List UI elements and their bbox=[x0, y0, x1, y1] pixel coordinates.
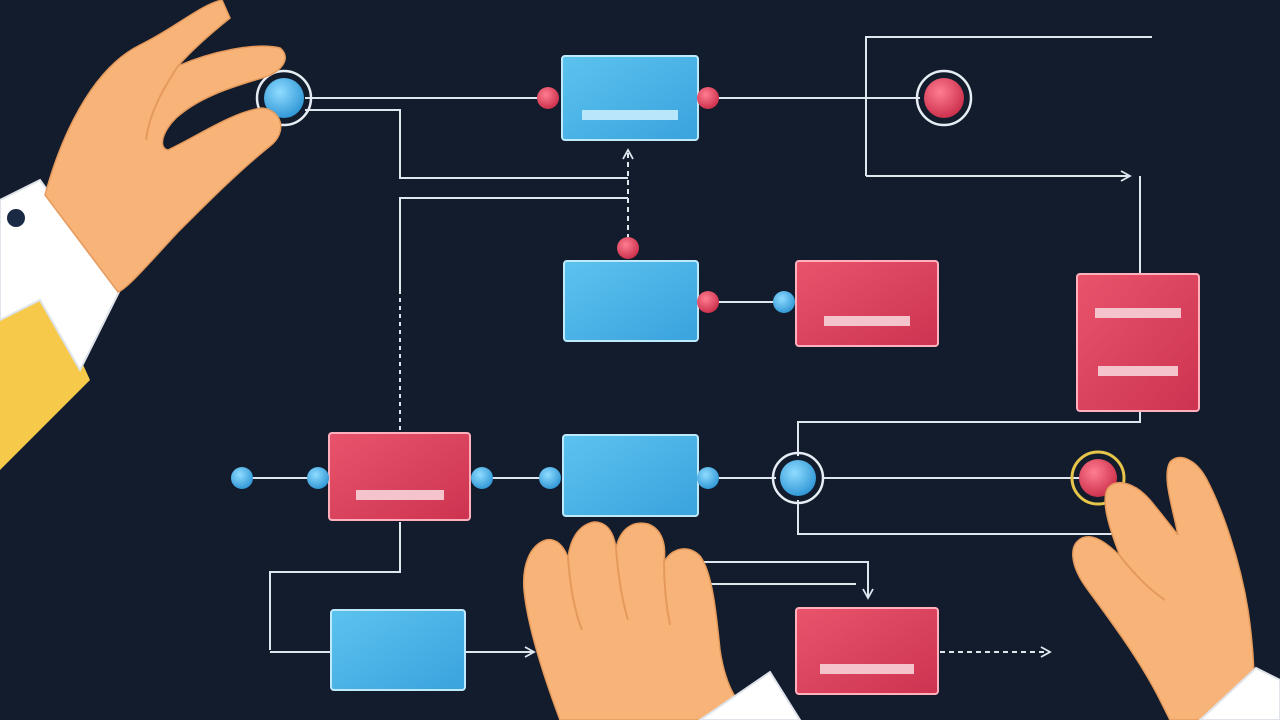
finger-crease bbox=[615, 547, 629, 621]
port-dot-red bbox=[697, 87, 719, 109]
blue-node-middle bbox=[563, 260, 699, 342]
left-hand-palm bbox=[44, 0, 286, 293]
red-node-middle bbox=[795, 260, 939, 347]
blue-node-top bbox=[561, 55, 699, 141]
red-node-bottom bbox=[795, 607, 939, 695]
port-dot-red bbox=[697, 291, 719, 313]
node-label-bar bbox=[824, 316, 910, 326]
port-dot-blue bbox=[539, 467, 561, 489]
connector-ports bbox=[231, 87, 795, 663]
port-dot-blue bbox=[773, 291, 795, 313]
yellow-sleeve bbox=[0, 270, 90, 470]
right-hand-cuff bbox=[1198, 666, 1280, 720]
finger-crease bbox=[663, 561, 671, 626]
node-label-bar bbox=[582, 110, 678, 120]
bottom-hand-cuff bbox=[698, 670, 802, 720]
node-label-bar bbox=[1095, 308, 1181, 318]
bottom-center-hand bbox=[522, 521, 802, 720]
diagram-nodes bbox=[328, 55, 1200, 695]
blue-node-bottom-left bbox=[330, 609, 466, 691]
blue-node-center bbox=[562, 434, 699, 517]
node-label-bar bbox=[356, 490, 444, 500]
connector-hand-to-red-bottom bbox=[700, 561, 874, 600]
white-cuff bbox=[0, 178, 122, 373]
node-label-bar bbox=[1098, 366, 1178, 376]
port-dot-red bbox=[617, 237, 639, 259]
orb-red-end bbox=[915, 69, 973, 127]
port-dot-blue bbox=[307, 467, 329, 489]
connector-orb-up-frame bbox=[797, 410, 1141, 456]
finger-crease bbox=[145, 65, 179, 141]
finger-crease bbox=[567, 557, 583, 631]
connector-top-right-frame bbox=[865, 36, 1152, 176]
connector-start-down-to-arrow bbox=[305, 109, 628, 179]
right-hand-pointing bbox=[1072, 457, 1280, 720]
orb-blue-junction bbox=[771, 451, 825, 505]
red-node-left bbox=[328, 432, 471, 521]
bottom-hand-palm bbox=[522, 521, 761, 720]
node-label-bar bbox=[820, 664, 914, 674]
finger-crease bbox=[1119, 555, 1166, 601]
port-dot-blue bbox=[231, 467, 253, 489]
connector-left-vertical bbox=[399, 197, 628, 290]
port-dot-blue bbox=[697, 467, 719, 489]
port-dot-blue bbox=[471, 467, 493, 489]
left-hand-pinching bbox=[0, 0, 286, 470]
red-node-right-tall bbox=[1076, 273, 1200, 412]
connector-orb-down-frame bbox=[797, 500, 1145, 535]
orb-blue-start bbox=[255, 69, 313, 127]
port-dot-red bbox=[537, 87, 559, 109]
cufflink-icon bbox=[7, 209, 25, 227]
connectors bbox=[242, 36, 1152, 658]
right-hand-palm bbox=[1072, 457, 1255, 720]
